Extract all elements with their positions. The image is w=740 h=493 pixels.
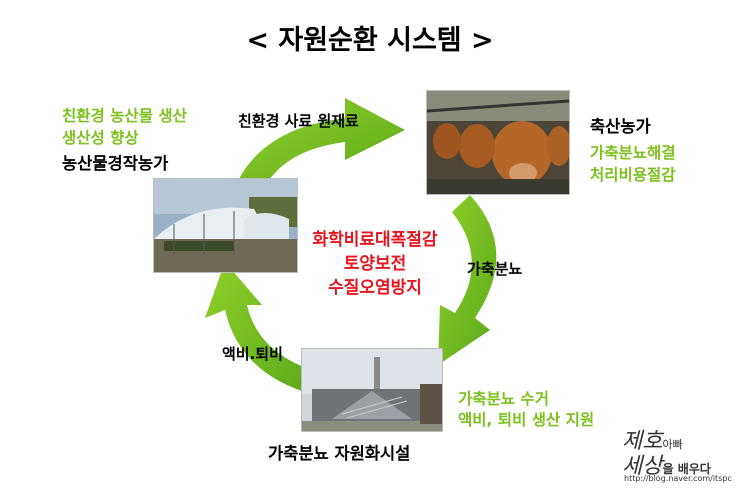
watermark-line1: 제호 bbox=[622, 429, 663, 454]
center-benefit-1: 화학비료대폭절감 bbox=[312, 230, 438, 250]
cattle-photo bbox=[426, 90, 570, 195]
flow-label-feed: 친환경 사료 원재료 bbox=[238, 112, 359, 130]
livestock-benefit-2: 처리비용절감 bbox=[590, 166, 676, 184]
flow-label-compost: 액비.퇴비 bbox=[222, 345, 283, 363]
flow-label-manure: 가축분뇨 bbox=[467, 260, 523, 278]
page-title: < 자원순환 시스템 > bbox=[246, 25, 494, 56]
facility-benefit-1: 가축분뇨 수거 bbox=[458, 390, 549, 408]
livestock-name: 축산농가 bbox=[590, 117, 651, 136]
arrow-manure bbox=[438, 195, 497, 365]
farm-name: 농산물경작농가 bbox=[62, 154, 169, 173]
facility-benefit-2: 액비, 퇴비 생산 지원 bbox=[458, 411, 595, 429]
watermark-line1b: 아빠 bbox=[662, 438, 683, 451]
watermark-line2b: 을 배우다 bbox=[662, 462, 711, 476]
farm-benefit-1: 친환경 농산물 생산 bbox=[62, 107, 187, 125]
watermark-url: http://blog.naver.com/itspc bbox=[624, 474, 732, 483]
greenhouse-photo bbox=[153, 178, 298, 273]
facility-photo bbox=[301, 348, 443, 432]
livestock-benefit-1: 가축분뇨해결 bbox=[590, 144, 676, 162]
watermark-line2: 세상 bbox=[622, 454, 663, 479]
arrow-compost bbox=[205, 262, 315, 395]
watermark-2: 세상을 배우다 bbox=[622, 448, 711, 480]
arrow-feed bbox=[236, 98, 405, 192]
center-benefit-2: 토양보전 bbox=[343, 254, 407, 274]
farm-benefit-2: 생산성 향상 bbox=[62, 129, 139, 147]
center-benefit-3: 수질오염방지 bbox=[328, 278, 422, 298]
watermark: 제호아빠 bbox=[622, 423, 683, 455]
facility-name: 가축분뇨 자원화시설 bbox=[268, 444, 411, 463]
